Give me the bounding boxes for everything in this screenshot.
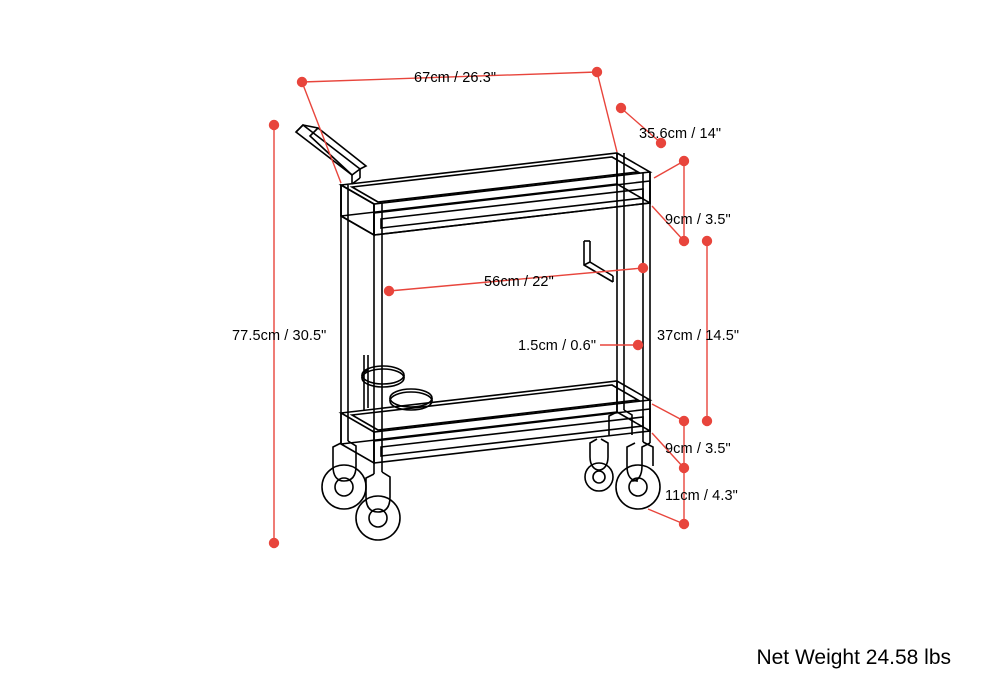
dimension-label-inner-width: 56cm / 22": [484, 274, 554, 290]
dimension-label-caster-height: 11cm / 4.3": [665, 488, 738, 504]
bottle-holder: [361, 355, 433, 411]
dimension-label-overall-height: 77.5cm / 30.5": [232, 328, 327, 344]
cart-posts: [340, 153, 651, 474]
dimension-label-shelf-gap: 37cm / 14.5": [657, 328, 740, 344]
dimension-label-depth: 35.6cm / 14": [639, 126, 722, 142]
casters: [321, 409, 661, 541]
dimension-label-width-top: 67cm / 26.3": [414, 70, 497, 86]
dimension-label-thickness: 1.5cm / 0.6": [518, 338, 597, 354]
dimension-label-top-rail-height: 9cm / 3.5": [665, 212, 731, 228]
cart-handle: [294, 123, 368, 185]
bottom-shelf: [338, 380, 653, 465]
dimension-label-bottom-rail: 9cm / 3.5": [665, 441, 731, 457]
net-weight-label: Net Weight 24.58 lbs: [756, 646, 951, 669]
